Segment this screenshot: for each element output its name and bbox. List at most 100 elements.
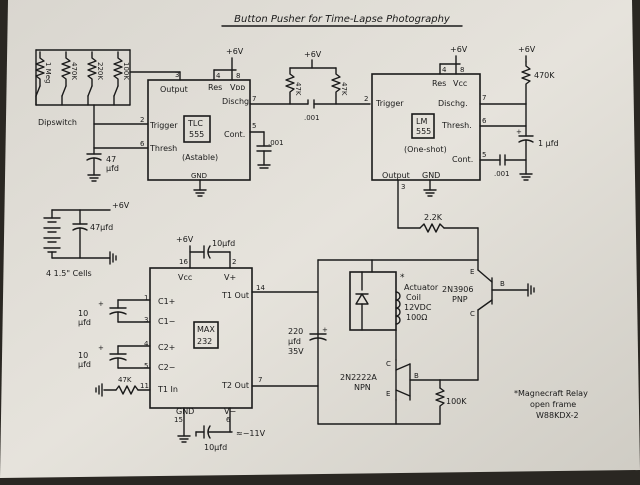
max232-vminus-rail-label: ≈−11V xyxy=(236,429,266,438)
cap-220uf-voltage: 35V xyxy=(288,347,304,356)
tlc555-part-number: 555 xyxy=(189,130,204,139)
coupling-supply-label: +6V xyxy=(304,50,322,59)
title: Button Pusher for Time-Lapse Photography xyxy=(234,14,451,25)
resistor-470k-label: 470K xyxy=(534,71,555,80)
max232-vplus-cap-label: 10μfd xyxy=(212,239,235,248)
cap-plus-label: + xyxy=(516,128,522,136)
lm555-timer: 2 Res Vcc Trigger Dischg. Thresh. Cont. … xyxy=(364,45,559,271)
max232-vcc-label: Vcc xyxy=(178,273,192,282)
pin-4b-label: 4 xyxy=(442,66,447,74)
coil-star-label: * xyxy=(400,273,405,283)
lm555-output-label: Output xyxy=(382,171,410,180)
tlc555-res-label: Res xyxy=(208,83,222,92)
resistor-47k-b-label: 47K xyxy=(340,82,348,96)
cap-c2-plus: + xyxy=(98,344,104,352)
resistor-470k-label: 470K xyxy=(70,62,78,80)
pin-15c-label: 15 xyxy=(174,416,183,424)
resistor-1m-label: 1 Meg xyxy=(44,62,52,83)
tlc555-vdd-label: Vᴅᴅ xyxy=(230,83,245,92)
npn-c-label: C xyxy=(386,360,391,368)
relay-note-line-3: W88KDX-2 xyxy=(536,411,579,420)
cap-c1-plus: + xyxy=(98,300,104,308)
resistor-100k-label: 100K xyxy=(122,62,130,80)
actuator-coil-resistance: 100Ω xyxy=(406,313,427,322)
lm555-part-label: LM xyxy=(416,117,427,126)
tlc555-trigger-label: Trigger xyxy=(149,121,178,130)
tlc555-mode-label: (Astable) xyxy=(182,153,218,162)
actuator-coil-voltage: 12VDC xyxy=(404,303,432,312)
npn-e-label: E xyxy=(386,390,390,398)
max232-t1in-label: T1 In xyxy=(157,385,178,394)
max232-c1minus-label: C1− xyxy=(158,317,175,326)
lm555-thresh-label: Thresh. xyxy=(441,121,472,130)
max232-t2out-label: T2 Out xyxy=(221,381,249,390)
pin-6c-label: 6 xyxy=(226,416,231,424)
lm555-vcc-label: Vcc xyxy=(453,79,467,88)
pin-6-label: 6 xyxy=(140,140,145,148)
lm555-disch-label: Dischg. xyxy=(438,99,468,108)
max232-gnd-label: GND xyxy=(176,407,194,416)
tlc555-timer: 3 Output Res Vᴅᴅ Dischg. Trigger Thresh … xyxy=(86,47,284,197)
max232-c2minus-label: C2− xyxy=(158,363,175,372)
pnp-c-label: C xyxy=(470,310,475,318)
lm555-res-label: Res xyxy=(432,79,446,88)
tlc555-part-label: TLC xyxy=(187,119,203,128)
max232-t1out-label: T1 Out xyxy=(221,291,249,300)
max232-c1plus-label: C1+ xyxy=(158,297,175,306)
lm555-part-number: 555 xyxy=(416,127,431,136)
actuator-coil-label: Actuator xyxy=(404,283,439,292)
max232-c2plus-label: C2+ xyxy=(158,343,175,352)
cap-c1-unit: μfd xyxy=(78,318,91,327)
npn-type-label: NPN xyxy=(354,383,371,392)
npn-part-label: 2N2222A xyxy=(340,373,377,382)
pin-4c-label: 4 xyxy=(144,340,149,348)
lm555-trigger-label: Trigger xyxy=(375,99,404,108)
pin-2-label: 2 xyxy=(140,116,144,124)
lm555-supply-label: +6V xyxy=(450,45,468,54)
battery-pack: 47μfd +6V 4 1.5" Cells xyxy=(43,201,130,278)
pin-6b-label: 6 xyxy=(482,117,487,125)
pin-3b-label: 3 xyxy=(401,183,405,191)
tlc555-supply-label: +6V xyxy=(226,47,244,56)
cap-coupling-label: .001 xyxy=(304,114,320,122)
pin-11c-label: 11 xyxy=(140,382,149,390)
cap-220uf-plus: + xyxy=(322,326,328,334)
tlc555-thresh-label: Thresh xyxy=(149,144,177,153)
pnp-type-label: PNP xyxy=(452,295,468,304)
pin-7-label: 7 xyxy=(252,95,256,103)
max232-vsplus-label: V+ xyxy=(224,273,236,282)
relay-note-line-1: *Magnecraft Relay xyxy=(514,389,588,398)
max232-part-label: MAX xyxy=(197,325,215,334)
pin-16-label: 16 xyxy=(179,258,188,266)
dipswitch-label: Dipswitch xyxy=(38,118,77,127)
pnp-part-label: 2N3906 xyxy=(442,285,473,294)
cap-c2-label: 10 xyxy=(78,351,88,360)
resistor-47k-a-label: 47K xyxy=(294,82,302,96)
dipswitch-resistor-bank: 1 Meg 470K 220K 100K Dipswitch xyxy=(35,49,181,127)
resistor-220k-label: 220K xyxy=(96,62,104,80)
max232-supply-label: +6V xyxy=(176,235,194,244)
battery-cap-label: 47μfd xyxy=(90,223,113,232)
cap-001-label: .001 xyxy=(268,139,284,147)
pnp-b-label: B xyxy=(500,280,505,288)
pin-8b-label: 8 xyxy=(460,66,464,74)
pin-7c-label: 7 xyxy=(258,376,262,384)
tlc555-disch-label: Dischg. xyxy=(222,97,252,106)
cap-cont2-label: .001 xyxy=(494,170,510,178)
pin-14c-label: 14 xyxy=(256,284,265,292)
battery-cells-label: 4 1.5" Cells xyxy=(46,269,92,278)
actuator-coil-label-2: Coil xyxy=(406,293,421,302)
resistor-47k-t1-label: 47K xyxy=(118,376,132,384)
battery-supply-label: +6V xyxy=(112,201,130,210)
cap-1uf-label: 1 μfd xyxy=(538,139,559,148)
tlc555-cont-label: Cont. xyxy=(224,130,245,139)
cap-47uf-unit: μfd xyxy=(106,164,119,173)
pin-2c-label: 2 xyxy=(232,258,236,266)
max232-driver: +6V 16 2 10μfd Vcc V+ C1+ C1− C2+ C2− T1… xyxy=(78,235,266,452)
lm555-r-supply-label: +6V xyxy=(518,45,536,54)
relay-note: *Magnecraft Relay open frame W88KDX-2 xyxy=(514,389,588,420)
pin-5-label: 5 xyxy=(252,122,256,130)
resistor-100k-pulldown-label: 100K xyxy=(446,397,467,406)
